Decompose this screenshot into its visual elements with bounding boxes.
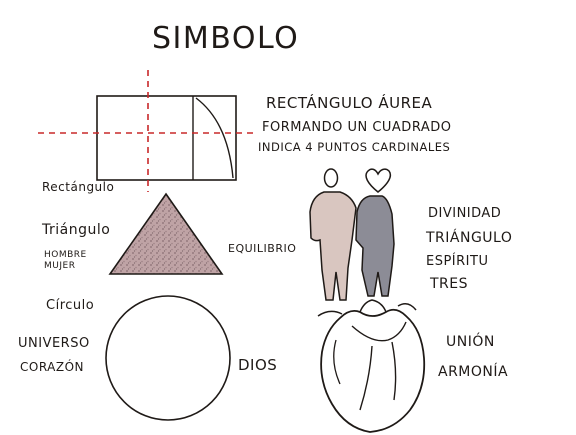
woman-head: [365, 168, 392, 193]
woman-figure: [355, 195, 395, 297]
rectangle-caption-line-3: INDICA 4 PUNTOS CARDINALES: [258, 140, 451, 154]
triangle-label: Triángulo: [42, 222, 111, 238]
heart-caption-line-2: ARMONÍA: [438, 364, 509, 380]
man-head: [323, 168, 339, 188]
heart-caption-line-1: UNIÓN: [446, 334, 495, 350]
circle-left-line-1: UNIVERSO: [18, 336, 90, 351]
rectangle-label: Rectángulo: [42, 180, 115, 194]
circle-left-line-2: CORAZÓN: [20, 360, 85, 374]
triangle-shape: [108, 192, 224, 275]
golden-rectangle: [38, 70, 258, 192]
equilibrium-label: EQUILIBRIO: [228, 242, 297, 255]
circle-shape: [105, 295, 231, 421]
couple-figures: [309, 168, 395, 301]
diagram-title: SIMBOLO: [152, 21, 299, 56]
rectangle-caption-line-1: RECTÁNGULO ÁUREA: [266, 94, 433, 112]
couple-caption-line-4: TRES: [430, 276, 469, 292]
heart-drawing: [317, 299, 426, 433]
god-label: DIOS: [238, 356, 278, 374]
couple-caption-line-1: DIVINIDAD: [428, 206, 502, 221]
triangle-sub-line-2: MUJER: [44, 261, 76, 271]
triangle-sub-line-1: HOMBRE: [44, 250, 87, 260]
circle-label: Círculo: [46, 298, 95, 313]
man-figure: [309, 191, 357, 301]
couple-caption-line-2: TRIÁNGULO: [426, 230, 513, 246]
rectangle-caption-line-2: FORMANDO UN CUADRADO: [262, 120, 452, 135]
couple-caption-line-3: ESPÍRITU: [426, 254, 489, 269]
